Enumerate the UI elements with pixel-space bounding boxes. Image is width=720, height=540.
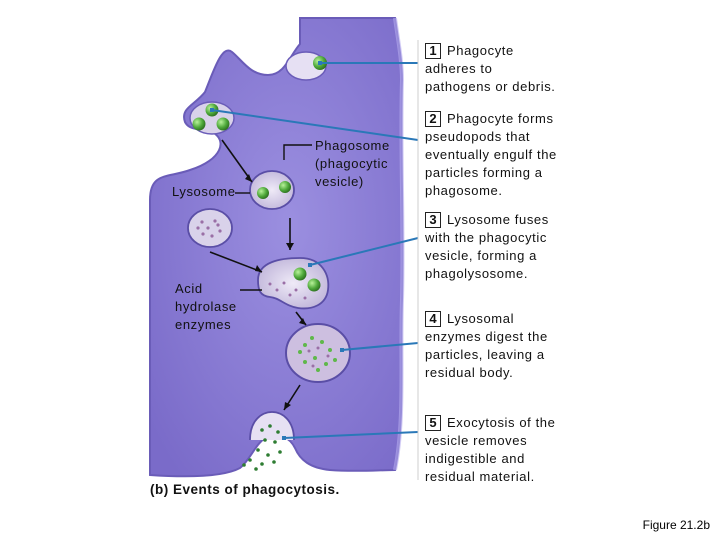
step-text: Lysosome fuses with the phagocytic vesic… xyxy=(425,212,549,281)
step-number: 5 xyxy=(425,415,441,431)
phagosome-vesicle xyxy=(249,170,295,210)
pathogen-particle xyxy=(279,181,291,193)
hydrolase-dots xyxy=(196,219,222,238)
acid-hydrolase-label: Acid hydrolase enzymes xyxy=(175,281,237,332)
figure-number: Figure 21.2b xyxy=(642,518,710,532)
step-text: Phagocyte forms pseudopods that eventual… xyxy=(425,111,557,198)
step-number: 4 xyxy=(425,311,441,327)
hydrolase-dots xyxy=(268,281,307,300)
arrowheads xyxy=(245,174,306,410)
step-number: 1 xyxy=(425,43,441,59)
exocytosis-pocket xyxy=(249,411,295,441)
figure-caption: (b) Events of phagocytosis. xyxy=(150,482,340,497)
phagolysosome xyxy=(257,257,330,310)
digested-fragments xyxy=(298,336,337,372)
lysosome xyxy=(187,208,233,248)
phagocyte-cell xyxy=(148,17,404,478)
step-text: Phagocyte adheres to pathogens or debris… xyxy=(425,43,556,94)
pathogen-particle xyxy=(192,117,206,131)
step-number: 2 xyxy=(425,111,441,127)
step-leader-lines xyxy=(211,62,419,439)
step-text: Exocytosis of the vesicle removes indige… xyxy=(425,415,556,484)
lysosome-label: Lysosome xyxy=(172,184,236,199)
pathogen-particle xyxy=(216,117,230,131)
phagosome-label: Phagosome (phagocytic vesicle) xyxy=(315,138,390,189)
label-pointers xyxy=(235,144,312,291)
pathogen-particle xyxy=(257,187,269,199)
step-text: Lysosomal enzymes digest the particles, … xyxy=(425,311,548,380)
pathogen-particle xyxy=(293,267,307,281)
step-number: 3 xyxy=(425,212,441,228)
leader-endpoints xyxy=(210,61,344,440)
cell-membrane xyxy=(393,17,405,471)
pathogen-particle xyxy=(307,278,321,292)
digesting-vesicle xyxy=(285,323,351,383)
